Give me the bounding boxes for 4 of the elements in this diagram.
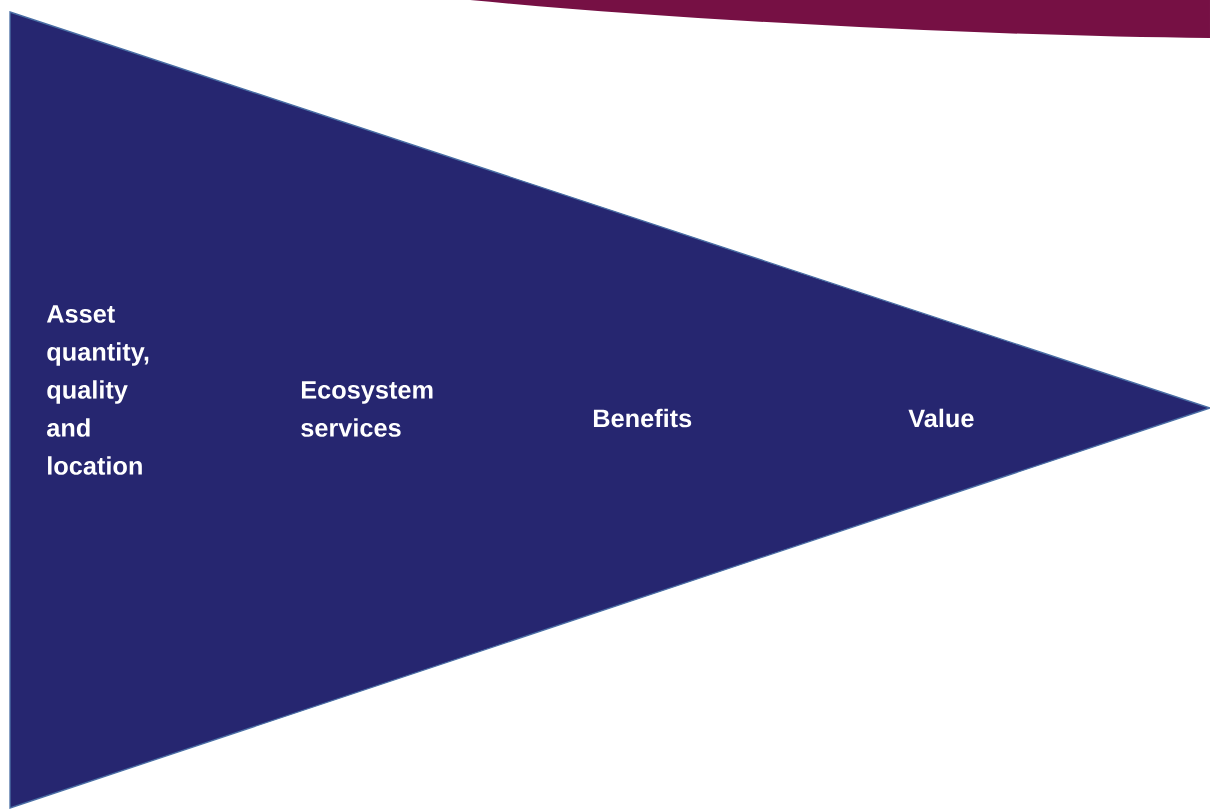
stage-label: Benefits (593, 408, 692, 428)
stage-label: Ecosystem services (301, 381, 433, 437)
stage-label: Asset quantity, quality and location (46, 305, 149, 475)
stage-label: Value (908, 408, 974, 428)
